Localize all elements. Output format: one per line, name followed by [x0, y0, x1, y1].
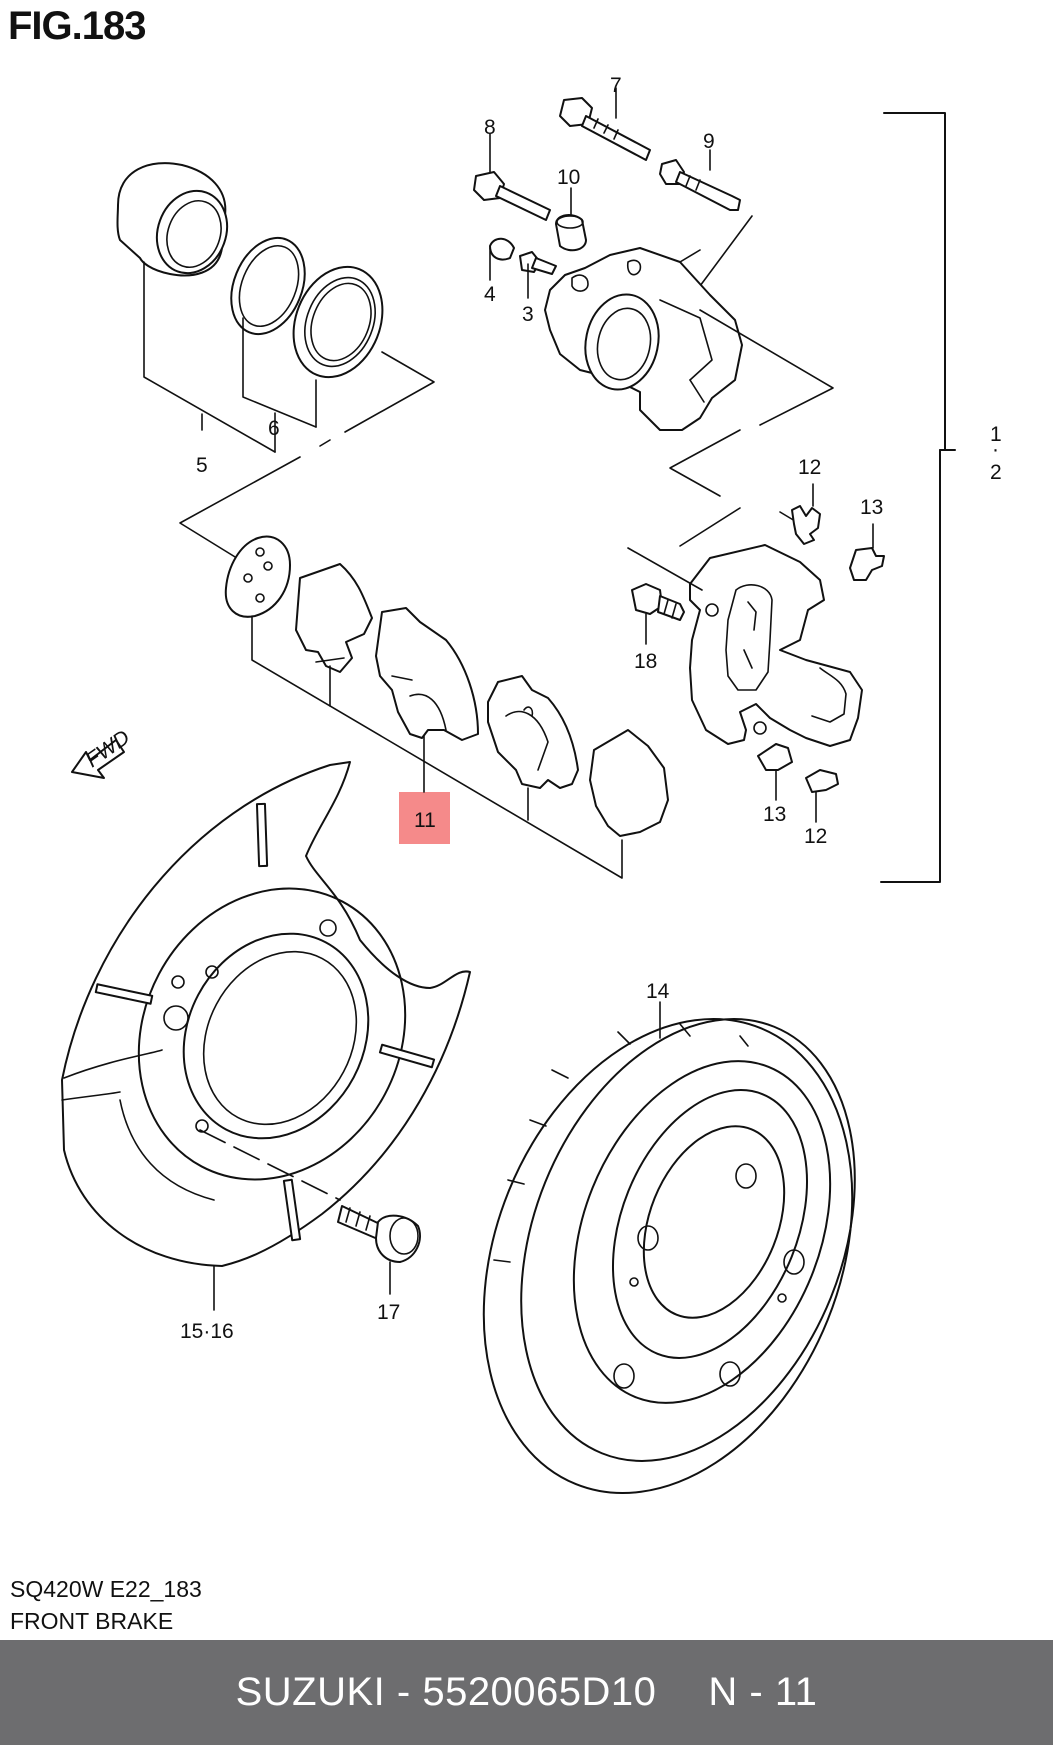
footer-brand-part-number: SUZUKI - 5520065D10 [235, 1670, 657, 1714]
brake-disc-part-14 [482, 1001, 856, 1495]
figure-name: FRONT BRAKE [10, 1608, 174, 1634]
callout-13-upper: 13 [860, 496, 883, 519]
dust-boot-part-6 [292, 265, 384, 379]
callout-13-lower: 13 [763, 803, 786, 826]
leaders-piston-kit [143, 261, 435, 561]
callout-2: 2 [990, 461, 1002, 484]
callout-6: 6 [268, 417, 280, 440]
figure-title: FIG.183 [8, 4, 147, 48]
footer-bar: SUZUKI - 5520065D10 N - 11 [0, 1640, 1053, 1745]
pad-clip-part-12-lower [805, 769, 839, 823]
callout-9: 9 [703, 130, 715, 153]
bolt-part-9 [659, 159, 741, 211]
bleeder-screw-part-3 [519, 251, 557, 275]
brake-pad-outer [487, 675, 579, 789]
cap-part-4 [489, 237, 515, 261]
caliper-bracket [627, 511, 863, 747]
callout-18: 18 [634, 650, 657, 673]
leaders-bolts [489, 87, 753, 299]
callout-17: 17 [377, 1301, 400, 1324]
callout-5: 5 [196, 454, 208, 477]
brake-pad-inner-shim [295, 563, 373, 673]
fwd-arrow-label: FWD [82, 726, 134, 772]
callout-12-upper: 12 [798, 456, 821, 479]
callout-14: 14 [646, 980, 670, 1003]
bolt-part-7 [559, 97, 651, 161]
callout-12-lower: 12 [804, 825, 827, 848]
piston-seal-part-6 [230, 236, 306, 336]
anti-rattle-part-13-upper [849, 523, 885, 581]
callout-10: 10 [557, 166, 580, 189]
highlight-part-11 [399, 792, 450, 844]
piston-part-5 [116, 162, 229, 277]
brake-pad-outer-shim [589, 729, 669, 837]
callout-8: 8 [484, 116, 496, 139]
bolt-part-18 [631, 583, 685, 645]
callout-11: 11 [414, 809, 436, 832]
footer-index: N - 11 [708, 1670, 818, 1714]
callout-1: 1 [990, 423, 1002, 446]
bolt-part-8 [473, 171, 551, 221]
front-brake-exploded-diagram: FWD [61, 74, 1002, 1495]
callout-7: 7 [610, 74, 622, 97]
pad-clip-part-12-upper [791, 483, 821, 545]
forward-direction-arrow-icon: FWD [71, 726, 134, 779]
dust-shield-part-15-16 [61, 761, 471, 1311]
shim-plate [224, 535, 291, 618]
brake-pad-inner [375, 607, 479, 741]
bushing-part-10 [555, 214, 587, 252]
callout-15-16: 15·16 [180, 1320, 234, 1343]
anti-rattle-part-13-lower [757, 743, 793, 801]
model-code: SQ420W E22_183 [10, 1576, 202, 1602]
callout-4: 4 [484, 283, 496, 306]
leaders-pads-part-11 [251, 615, 623, 879]
callout-labels: 1 · 2 3 4 5 6 7 8 9 10 11 12 13 13 12 14… [180, 74, 1002, 1343]
caliper-body [544, 247, 834, 547]
assembly-bracket-1-2 [880, 112, 956, 883]
svg-text:·: · [992, 438, 999, 461]
callout-3: 3 [522, 303, 534, 326]
bolt-part-17 [337, 1205, 421, 1295]
